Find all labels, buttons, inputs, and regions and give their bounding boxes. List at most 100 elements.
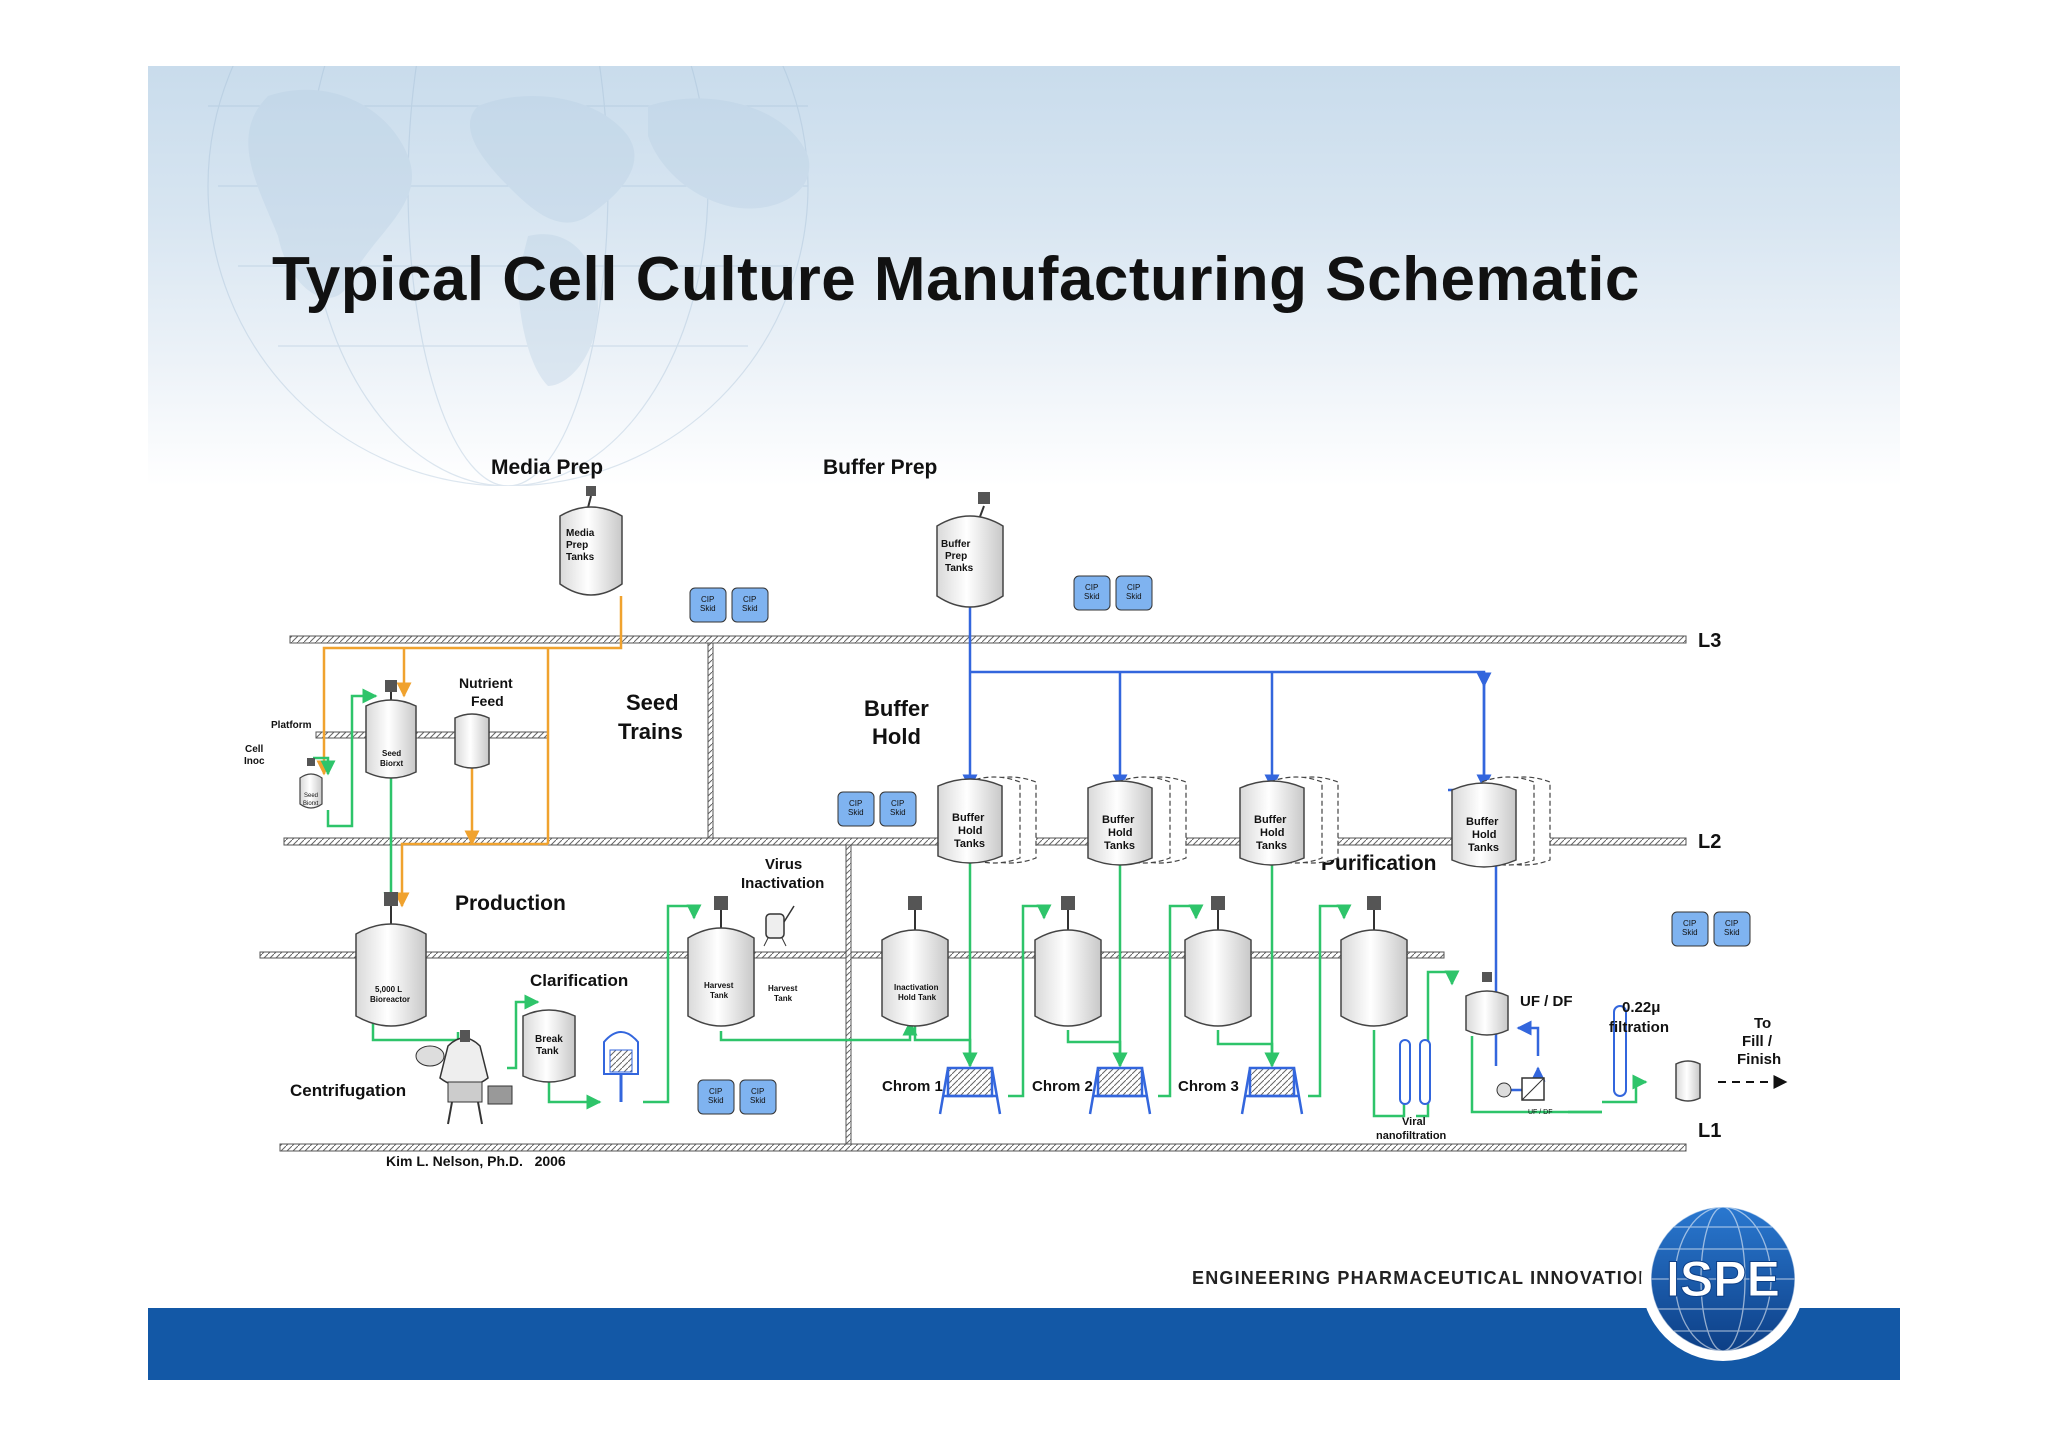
buffer-prep-tank-label-1: Buffer bbox=[941, 539, 971, 550]
cip-skid-group-4: CIP Skid CIP Skid bbox=[1671, 911, 1751, 947]
seed-bioreactor-label-2: Biorxt bbox=[380, 759, 403, 768]
cip-3b-label-2: Skid bbox=[890, 808, 906, 817]
wall-seed bbox=[707, 642, 714, 839]
buffer-prep-tank-label-2: Prep bbox=[945, 551, 967, 562]
viral-label-1: Viral bbox=[1402, 1116, 1426, 1128]
media-prep-tank-label-1: Media bbox=[566, 528, 595, 539]
buffer-prep-tank: Buffer Prep Tanks bbox=[936, 492, 1004, 608]
process-schematic: L3 L2 L1 Media Prep Buffer Prep Seed Tra… bbox=[244, 456, 1788, 1169]
harvest-tank-label-1: Harvest bbox=[704, 981, 734, 990]
buffer-hold-2-label-3: Tanks bbox=[1104, 840, 1135, 852]
cip-skid-group-2: CIP Skid CIP Skid bbox=[1073, 575, 1153, 611]
media-prep-tank: Media Prep Tanks bbox=[559, 486, 623, 596]
cip-1b-label-2: Skid bbox=[742, 604, 758, 613]
level-label-l3: L3 bbox=[1698, 630, 1721, 652]
tagline: ENGINEERING PHARMACEUTICAL INNOVATION bbox=[1192, 1268, 1653, 1288]
small-seed-reactor: Seed Biorxt bbox=[299, 758, 323, 809]
chrom-label-2: Chrom 2 bbox=[1032, 1078, 1093, 1095]
label-cell-inoc-2: Inoc bbox=[244, 756, 265, 767]
break-tank-label-2: Tank bbox=[536, 1046, 559, 1057]
buffer-hold-3-label-1: Buffer bbox=[1254, 814, 1287, 826]
media-prep-tank-label-2: Prep bbox=[566, 540, 588, 551]
small-seed-label-2: Biorxt bbox=[303, 801, 319, 807]
buffer-hold-1-label-2: Hold bbox=[958, 825, 982, 837]
level-label-l2: L2 bbox=[1698, 831, 1721, 853]
cip-3b-label-1: CIP bbox=[891, 799, 904, 808]
uf-df-pump bbox=[1496, 1077, 1545, 1101]
buffer-hold-4-label-1: Buffer bbox=[1466, 816, 1499, 828]
label-cell-inoc-1: Cell bbox=[245, 744, 264, 755]
world-map-background bbox=[207, 66, 810, 486]
buffer-hold-4-label-3: Tanks bbox=[1468, 842, 1499, 854]
filtration-label-2: filtration bbox=[1609, 1019, 1669, 1036]
cip-4b-label-2: Skid bbox=[1724, 928, 1740, 937]
level-label-l1: L1 bbox=[1698, 1120, 1721, 1142]
label-virus-1: Virus bbox=[765, 856, 802, 873]
label-platform: Platform bbox=[271, 720, 312, 731]
media-piping bbox=[316, 596, 623, 908]
label-clarification: Clarification bbox=[530, 971, 628, 990]
floor-l3 bbox=[289, 635, 1687, 644]
seed-bioreactor-label-1: Seed bbox=[382, 749, 401, 758]
cip-4b-label-1: CIP bbox=[1725, 919, 1738, 928]
chrom-column-3 bbox=[1240, 1066, 1304, 1115]
floor-l1 bbox=[279, 1143, 1687, 1152]
viral-label-2: nanofiltration bbox=[1376, 1130, 1447, 1142]
footer-band bbox=[148, 1308, 1900, 1380]
buffer-hold-3-label-3: Tanks bbox=[1256, 840, 1287, 852]
cip-2a-label-2: Skid bbox=[1084, 592, 1100, 601]
inactivation-label-2: Hold Tank bbox=[898, 993, 937, 1002]
label-buffer-hold-2: Hold bbox=[872, 724, 921, 749]
to-fill-label-2: Fill / bbox=[1742, 1033, 1773, 1050]
to-fill-label-1: To bbox=[1754, 1015, 1771, 1032]
final-bulk-container bbox=[1675, 1060, 1788, 1102]
author-credit: Kim L. Nelson, Ph.D. 2006 bbox=[386, 1153, 566, 1169]
slide: Typical Cell Culture Manufacturing Schem… bbox=[148, 66, 1900, 1380]
label-centrifugation: Centrifugation bbox=[290, 1081, 406, 1100]
buffer-hold-tank-4: Buffer Hold Tanks bbox=[1451, 776, 1551, 868]
floor-mezzanine bbox=[259, 951, 1445, 959]
nutrient-feed-tank bbox=[454, 713, 490, 769]
production-bioreactor: 5,000 L Bioreactor bbox=[355, 892, 427, 1027]
buffer-hold-tank-1: Buffer Hold Tanks bbox=[937, 776, 1037, 864]
label-seed-trains-1: Seed bbox=[626, 690, 679, 715]
chrom-label-3: Chrom 3 bbox=[1178, 1078, 1239, 1095]
purification-tank-3 bbox=[1340, 896, 1408, 1027]
cip-4a-label-1: CIP bbox=[1683, 919, 1696, 928]
cip-5b-label-2: Skid bbox=[750, 1096, 766, 1105]
cip-2b-label-2: Skid bbox=[1126, 592, 1142, 601]
cip-1b-label-1: CIP bbox=[743, 595, 756, 604]
uf-df-small-label: UF / DF bbox=[1528, 1109, 1553, 1116]
label-seed-trains-2: Trains bbox=[618, 719, 683, 744]
small-seed-label-1: Seed bbox=[304, 793, 318, 799]
virus-inactivation-vessel: Harvest Tank bbox=[763, 905, 798, 1003]
logo-text: ISPE bbox=[1666, 1251, 1780, 1307]
depth-filter bbox=[603, 1031, 639, 1102]
purification-tank-2 bbox=[1184, 896, 1252, 1027]
buffer-hold-4-label-2: Hold bbox=[1472, 829, 1496, 841]
buffer-hold-2-label-2: Hold bbox=[1108, 827, 1132, 839]
viral-nanofilters bbox=[1399, 1039, 1431, 1105]
filtration-label-1: 0.22μ bbox=[1622, 999, 1660, 1016]
buffer-hold-3-label-2: Hold bbox=[1260, 827, 1284, 839]
cip-5a-label-2: Skid bbox=[708, 1096, 724, 1105]
buffer-hold-tank-3: Buffer Hold Tanks bbox=[1239, 776, 1339, 866]
harvest-tank-label-2: Tank bbox=[710, 991, 729, 1000]
centrifuge bbox=[415, 1030, 513, 1125]
globe-grid-icon bbox=[1650, 1206, 1796, 1352]
cip-2b-label-1: CIP bbox=[1127, 583, 1140, 592]
ispe-logo: ISPE bbox=[1641, 1197, 1805, 1361]
inactivation-hold-tank: Inactivation Hold Tank bbox=[881, 896, 949, 1027]
harvest-tank-side-label-2: Tank bbox=[774, 994, 793, 1003]
label-media-prep: Media Prep bbox=[491, 456, 603, 479]
label-nutrient-2: Feed bbox=[471, 693, 504, 709]
slide-title: Typical Cell Culture Manufacturing Schem… bbox=[272, 245, 1640, 314]
wall-production bbox=[845, 844, 852, 1145]
cip-skid-group-5: CIP Skid CIP Skid bbox=[697, 1079, 777, 1115]
slide-background-gradient bbox=[148, 66, 1900, 486]
cip-skid-group-1: CIP Skid CIP Skid bbox=[689, 587, 769, 623]
break-tank: Break Tank bbox=[522, 1009, 576, 1083]
process-piping bbox=[313, 688, 1648, 1118]
seed-bioreactor: Seed Biorxt bbox=[365, 680, 417, 779]
label-purification: Purification bbox=[1321, 852, 1437, 875]
